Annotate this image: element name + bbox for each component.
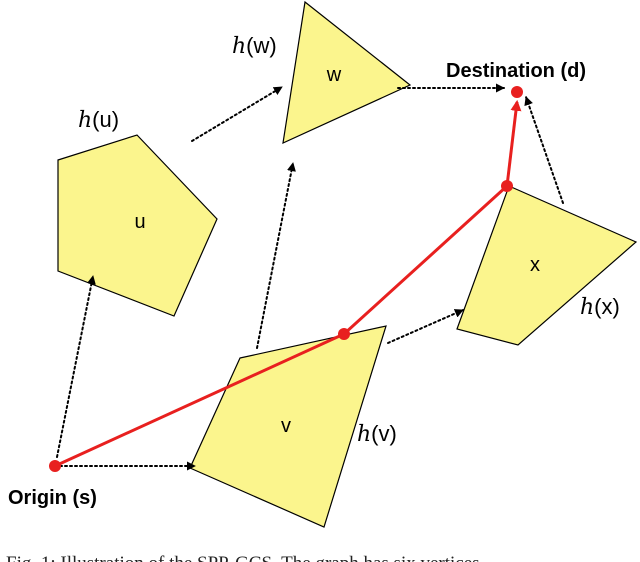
- set-u-label: u: [134, 211, 145, 233]
- destination-label: Destination (d): [446, 60, 586, 82]
- shortest-path-final-segment: [505, 99, 522, 187]
- edge-v-w: [256, 162, 296, 349]
- set-u-polygon: [57, 134, 218, 317]
- edge-x-d: [524, 96, 564, 204]
- h-x-label: h(x): [580, 294, 620, 320]
- h-x-arg: (x): [594, 294, 620, 319]
- edge-s-u: [56, 275, 96, 458]
- h-w-func: h: [232, 34, 246, 59]
- h-x-func: h: [580, 295, 594, 320]
- edge-u-w: [191, 86, 283, 142]
- h-v-label: h(v): [357, 421, 397, 447]
- set-w-polygon: [282, 0, 412, 145]
- set-x-polygon: [456, 185, 638, 346]
- destination-node: [511, 86, 523, 98]
- h-v-func: h: [357, 422, 371, 447]
- h-w-label: h(w): [232, 33, 277, 59]
- path-point-x: [501, 180, 513, 192]
- set-w-label: w: [326, 64, 342, 86]
- edge-v-x: [387, 309, 464, 344]
- path-point-v: [338, 328, 350, 340]
- figure-caption: Fig. 1: Illustration of the SPP-GCS. The…: [6, 553, 480, 562]
- set-x-label: x: [530, 254, 540, 276]
- h-u-label: h(u): [78, 107, 119, 133]
- origin-node: [49, 460, 61, 472]
- h-v-arg: (v): [371, 421, 397, 446]
- set-v-label: v: [281, 415, 291, 437]
- h-w-arg: (w): [246, 33, 277, 58]
- h-u-func: h: [78, 108, 92, 133]
- h-u-arg: (u): [92, 107, 119, 132]
- origin-label: Origin (s): [8, 487, 97, 509]
